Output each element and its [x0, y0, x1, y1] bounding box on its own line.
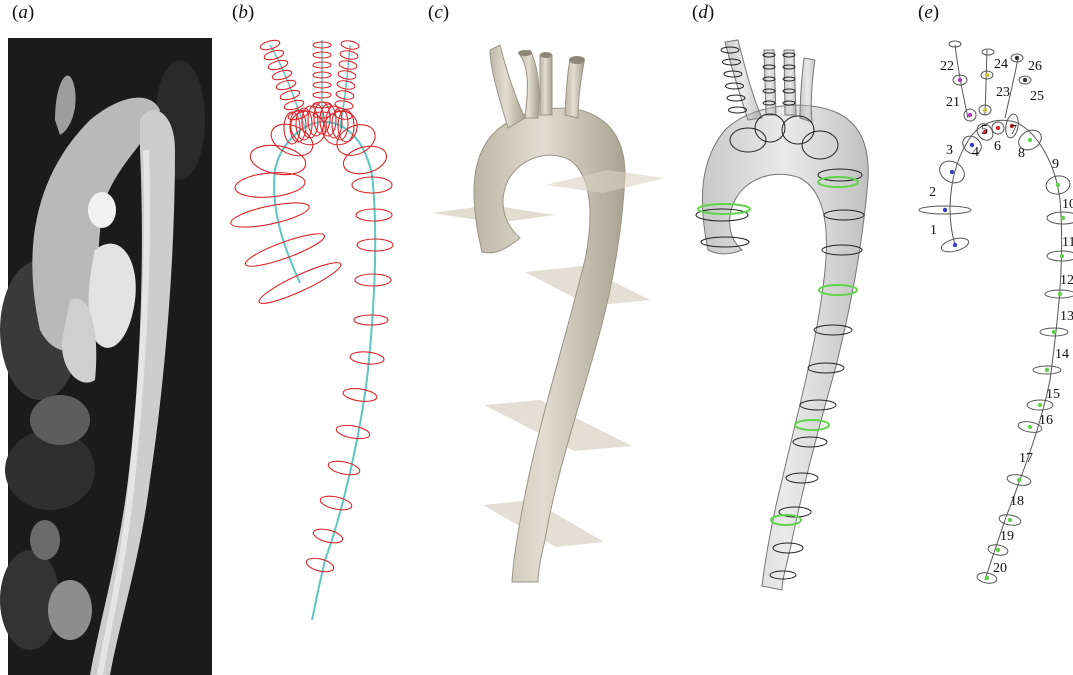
contour-plot [229, 39, 393, 620]
mesh-ring [729, 107, 747, 113]
segment-number: 12 [1060, 273, 1073, 288]
segment-number: 1 [930, 223, 937, 238]
segment-dot [1061, 216, 1065, 220]
segment-dot [996, 548, 1000, 552]
segment-number: 19 [1000, 529, 1014, 544]
contour-ellipse [327, 459, 361, 477]
contour-ellipse [229, 198, 311, 232]
contour-ellipse [350, 351, 385, 366]
branch-contour [271, 69, 292, 82]
branch-contour [283, 99, 304, 112]
contour-ellipse [243, 228, 327, 272]
branch-contour [267, 59, 288, 72]
segment-number: 23 [996, 85, 1010, 100]
segment-number: 17 [1019, 451, 1033, 466]
segment-number: 24 [994, 57, 1008, 72]
segment-number: 5 [981, 123, 988, 138]
segment-dot [1017, 478, 1021, 482]
segment-number: 11 [1062, 235, 1073, 250]
segment-number: 14 [1055, 347, 1069, 362]
mesh-model [696, 40, 868, 590]
segment-number: 22 [940, 59, 954, 74]
segment-dot [1045, 368, 1049, 372]
segment-dot [1058, 292, 1062, 296]
contour-ellipse [305, 556, 335, 574]
segment-dot [1038, 403, 1042, 407]
segment-number: 15 [1046, 387, 1060, 402]
contour-ellipse [335, 423, 371, 441]
segment-dot [1015, 56, 1019, 60]
contour-ellipse [342, 387, 377, 404]
segment-number: 4 [972, 145, 979, 160]
segment-number: 20 [993, 561, 1007, 576]
segment-dot [1056, 183, 1060, 187]
segment-number: 9 [1052, 157, 1059, 172]
contour-ellipse [312, 527, 344, 546]
segment-number: 7 [1010, 123, 1017, 138]
branch-contour [279, 89, 300, 102]
surface-model [432, 45, 665, 582]
segment-number: 8 [1018, 146, 1025, 161]
segment-number: 10 [1062, 197, 1073, 212]
segment-number: 6 [994, 139, 1001, 154]
segment-dot [1023, 78, 1027, 82]
contour-ellipse [340, 142, 389, 179]
segment-dot [1028, 425, 1032, 429]
contour-ellipse [354, 315, 388, 325]
segment-number: 2 [929, 185, 936, 200]
segment-dot [943, 208, 947, 212]
branch-contour [275, 79, 296, 92]
segment-number: 13 [1060, 309, 1073, 324]
segment-dot [985, 73, 989, 77]
contour-ellipse [234, 170, 306, 200]
segment-dot [1060, 254, 1064, 258]
centerline [274, 122, 375, 620]
segment-ellipse [982, 49, 994, 55]
segment-dot [953, 243, 957, 247]
segment-dot [985, 576, 989, 580]
segment-diagram: 1234567891011121314151617181920212223242… [919, 41, 1073, 585]
segment-dot [1028, 138, 1032, 142]
segment-number: 16 [1039, 413, 1053, 428]
branch-contour [263, 49, 284, 62]
segment-dot [996, 126, 1000, 130]
contour-ellipse [355, 274, 391, 286]
segment-number: 25 [1030, 89, 1044, 104]
segment-centerline [950, 120, 1062, 580]
segment-dot [1008, 518, 1012, 522]
segment-number: 18 [1010, 494, 1024, 509]
segment-ellipse [1047, 212, 1073, 224]
segment-dot [950, 170, 954, 174]
mri-image [0, 38, 212, 675]
segment-dot [958, 78, 962, 82]
segment-dot [1052, 330, 1056, 334]
segment-number: 3 [946, 143, 953, 158]
segment-dot [983, 108, 987, 112]
contour-ellipse [284, 104, 332, 152]
segment-dot [968, 113, 972, 117]
segment-number: 21 [946, 95, 960, 110]
contour-ellipse [319, 494, 353, 512]
segment-number: 26 [1028, 59, 1042, 74]
